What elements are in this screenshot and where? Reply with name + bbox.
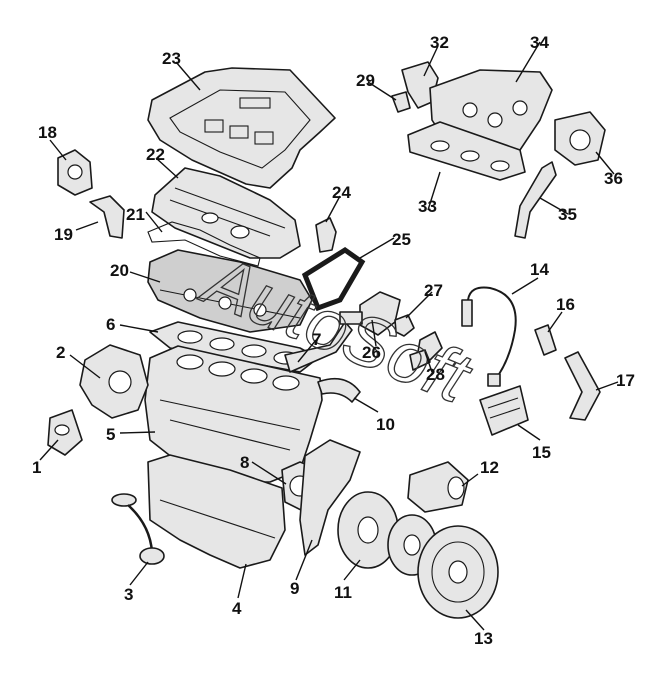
leader-lines bbox=[39, 41, 619, 631]
engine-mount bbox=[57, 149, 93, 196]
timing-belt bbox=[301, 246, 366, 312]
pressure-plate bbox=[417, 525, 499, 619]
oil-dipstick bbox=[111, 493, 165, 565]
engine-back-plate bbox=[299, 439, 361, 556]
starter-motor bbox=[407, 461, 469, 513]
callout-16: 16 bbox=[556, 295, 575, 314]
engine-cover bbox=[147, 67, 336, 189]
callout-14: 14 bbox=[530, 260, 549, 279]
coolant-pipe bbox=[284, 321, 353, 373]
callout-3: 3 bbox=[124, 585, 133, 604]
intake-sensor bbox=[391, 91, 411, 113]
callout-24: 24 bbox=[332, 183, 351, 202]
callout-labels: 1 2 3 4 5 6 7 8 9 10 11 12 13 14 15 16 1… bbox=[32, 33, 635, 648]
callout-26: 26 bbox=[362, 343, 381, 362]
callout-17: 17 bbox=[616, 371, 635, 390]
callout-29: 29 bbox=[356, 71, 375, 90]
valve-cover bbox=[151, 167, 301, 259]
manifold-gasket bbox=[407, 121, 526, 181]
manifold-support-bracket bbox=[514, 161, 557, 239]
callout-35: 35 bbox=[558, 205, 577, 224]
heater-hose bbox=[564, 351, 601, 421]
callout-8: 8 bbox=[240, 453, 249, 472]
callout-6: 6 bbox=[106, 315, 115, 334]
engine-block bbox=[144, 345, 323, 483]
water-pump bbox=[79, 344, 149, 419]
callout-20: 20 bbox=[110, 261, 129, 280]
thermostat-housing bbox=[339, 291, 401, 336]
callout-28: 28 bbox=[426, 365, 445, 384]
throttle-body bbox=[554, 111, 606, 166]
callout-25: 25 bbox=[392, 230, 411, 249]
callout-32: 32 bbox=[430, 33, 449, 52]
sensor-bracket bbox=[315, 217, 337, 253]
flywheel bbox=[337, 491, 399, 569]
callout-7: 7 bbox=[312, 330, 321, 349]
control-module bbox=[479, 385, 529, 436]
callout-5: 5 bbox=[106, 425, 115, 444]
mount-bracket bbox=[89, 195, 125, 239]
callout-4: 4 bbox=[232, 599, 242, 618]
oil-filter bbox=[47, 409, 83, 456]
callout-18: 18 bbox=[38, 123, 57, 142]
callout-11: 11 bbox=[334, 583, 352, 602]
callout-19: 19 bbox=[54, 225, 73, 244]
callout-36: 36 bbox=[604, 169, 623, 188]
callout-22: 22 bbox=[146, 145, 165, 164]
callout-34: 34 bbox=[530, 33, 549, 52]
callout-23: 23 bbox=[162, 49, 181, 68]
callout-1: 1 bbox=[32, 458, 41, 477]
callout-2: 2 bbox=[56, 343, 65, 362]
callout-21: 21 bbox=[126, 205, 145, 224]
coolant-hose bbox=[317, 377, 361, 403]
callout-10: 10 bbox=[376, 415, 395, 434]
callout-13: 13 bbox=[474, 629, 493, 648]
callout-15: 15 bbox=[532, 443, 551, 462]
coolant-sender bbox=[394, 314, 415, 337]
temperature-sensor bbox=[534, 324, 557, 356]
cylinder-head bbox=[147, 249, 313, 333]
coolant-outlet bbox=[409, 331, 443, 371]
callout-33: 33 bbox=[418, 197, 437, 216]
callout-12: 12 bbox=[480, 458, 499, 477]
valve-cover-gasket bbox=[147, 221, 261, 267]
oxygen-sensor bbox=[461, 286, 517, 387]
oil-pan bbox=[147, 454, 286, 569]
callout-27: 27 bbox=[424, 281, 443, 300]
callout-9: 9 bbox=[290, 579, 299, 598]
